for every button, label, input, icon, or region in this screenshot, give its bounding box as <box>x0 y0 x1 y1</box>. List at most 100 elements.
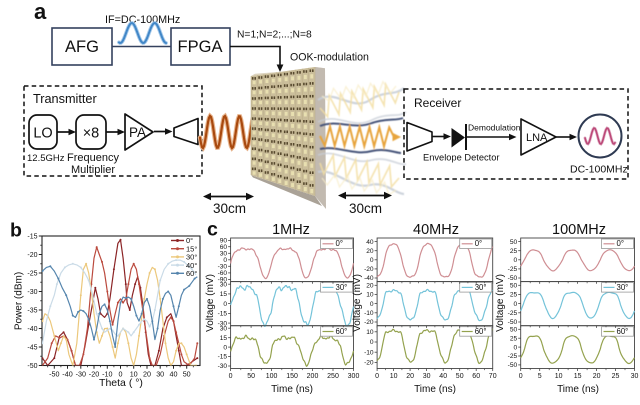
svg-text:-20: -20 <box>364 360 374 367</box>
svg-text:40°: 40° <box>186 261 197 270</box>
svg-text:0°: 0° <box>475 239 482 248</box>
svg-text:0: 0 <box>519 373 523 380</box>
svg-text:LO: LO <box>33 126 52 142</box>
svg-text:Time (ns): Time (ns) <box>557 384 599 395</box>
svg-text:100MHz: 100MHz <box>552 222 606 238</box>
svg-text:-20: -20 <box>364 266 374 273</box>
svg-text:25: 25 <box>510 292 518 299</box>
svg-text:-50: -50 <box>27 363 37 370</box>
svg-text:150: 150 <box>286 373 298 380</box>
svg-text:50: 50 <box>510 327 518 334</box>
svg-text:300: 300 <box>348 373 360 380</box>
svg-text:-10: -10 <box>102 370 112 379</box>
svg-text:0: 0 <box>223 344 227 351</box>
svg-text:50: 50 <box>510 239 518 246</box>
svg-text:250: 250 <box>327 373 339 380</box>
svg-text:-35: -35 <box>27 308 37 315</box>
svg-text:-40: -40 <box>62 370 72 379</box>
svg-text:30: 30 <box>220 325 228 332</box>
svg-text:-90: -90 <box>218 277 228 284</box>
svg-text:1MHz: 1MHz <box>272 222 310 238</box>
svg-text:-30: -30 <box>27 289 37 296</box>
svg-text:20: 20 <box>366 283 374 290</box>
svg-text:Envelope Detector: Envelope Detector <box>423 153 500 163</box>
svg-text:0°: 0° <box>336 239 343 248</box>
svg-text:30cm: 30cm <box>349 201 382 216</box>
svg-text:-50: -50 <box>508 275 518 282</box>
svg-text:-30: -30 <box>218 363 228 370</box>
svg-text:30°: 30° <box>336 283 348 292</box>
svg-text:OOK-modulation: OOK-modulation <box>290 52 369 64</box>
svg-text:Voltage (mV): Voltage (mV) <box>495 274 506 332</box>
svg-text:0: 0 <box>370 301 374 308</box>
svg-text:30°: 30° <box>617 283 629 292</box>
svg-text:30cm: 30cm <box>213 201 246 216</box>
svg-text:-40: -40 <box>27 326 37 333</box>
svg-text:25: 25 <box>510 248 518 255</box>
svg-text:10: 10 <box>555 373 563 380</box>
svg-text:-50: -50 <box>49 370 59 379</box>
svg-text:90: 90 <box>220 238 228 245</box>
svg-text:10: 10 <box>366 292 374 299</box>
svg-text:-15: -15 <box>27 234 37 241</box>
svg-text:70: 70 <box>489 373 497 380</box>
svg-text:a: a <box>34 0 47 24</box>
svg-text:40MHz: 40MHz <box>413 222 459 238</box>
svg-text:60: 60 <box>220 244 228 251</box>
svg-text:40: 40 <box>439 373 447 380</box>
svg-text:0: 0 <box>223 257 227 264</box>
svg-text:-50: -50 <box>508 319 518 326</box>
svg-text:30: 30 <box>631 373 639 380</box>
svg-text:0: 0 <box>370 257 374 264</box>
svg-text:-25: -25 <box>508 353 518 360</box>
svg-text:10: 10 <box>390 373 398 380</box>
svg-text:30: 30 <box>220 281 228 288</box>
svg-text:50: 50 <box>510 283 518 290</box>
svg-text:60: 60 <box>472 373 480 380</box>
svg-text:5: 5 <box>538 373 542 380</box>
svg-text:-20: -20 <box>27 252 37 259</box>
svg-text:N=1;N=2;...;N=8: N=1;N=2;...;N=8 <box>237 30 312 41</box>
svg-text:30°: 30° <box>475 283 487 292</box>
svg-text:30: 30 <box>220 251 228 258</box>
svg-text:15: 15 <box>220 291 228 298</box>
svg-text:50: 50 <box>183 370 191 379</box>
svg-text:25: 25 <box>612 373 620 380</box>
svg-text:b: b <box>10 220 22 242</box>
svg-text:0: 0 <box>514 344 518 351</box>
svg-text:0°: 0° <box>186 236 193 245</box>
svg-text:20: 20 <box>593 373 601 380</box>
svg-text:20: 20 <box>143 370 151 379</box>
svg-text:60°: 60° <box>186 269 197 278</box>
svg-text:30: 30 <box>423 373 431 380</box>
svg-text:Demodulation: Demodulation <box>468 123 521 133</box>
svg-text:c: c <box>207 219 218 241</box>
svg-text:30: 30 <box>156 370 164 379</box>
svg-text:LNA: LNA <box>526 132 548 144</box>
svg-text:Voltage (mV): Voltage (mV) <box>205 274 216 332</box>
svg-text:15: 15 <box>220 335 228 342</box>
svg-text:Transmitter: Transmitter <box>33 92 97 106</box>
svg-text:10: 10 <box>366 329 374 336</box>
svg-text:30°: 30° <box>186 253 197 262</box>
svg-text:0: 0 <box>370 339 374 346</box>
svg-text:Frequency: Frequency <box>67 152 119 164</box>
svg-text:0: 0 <box>229 373 233 380</box>
svg-text:-30: -30 <box>76 370 86 379</box>
svg-text:Time (ns): Time (ns) <box>414 384 456 395</box>
svg-text:-10: -10 <box>364 310 374 317</box>
svg-text:-25: -25 <box>27 271 37 278</box>
svg-text:Theta ( °): Theta ( °) <box>99 377 143 389</box>
svg-text:60°: 60° <box>336 327 348 336</box>
svg-text:×8: ×8 <box>83 126 100 142</box>
svg-text:0: 0 <box>223 301 227 308</box>
svg-text:50: 50 <box>247 373 255 380</box>
svg-text:-20: -20 <box>89 370 99 379</box>
svg-text:Multiplier: Multiplier <box>71 164 115 176</box>
svg-text:-40: -40 <box>364 275 374 282</box>
svg-text:-10: -10 <box>364 349 374 356</box>
svg-text:Receiver: Receiver <box>414 96 461 110</box>
svg-text:0: 0 <box>514 257 518 264</box>
svg-text:12.5GHz: 12.5GHz <box>27 153 65 164</box>
svg-text:-15: -15 <box>218 311 228 318</box>
